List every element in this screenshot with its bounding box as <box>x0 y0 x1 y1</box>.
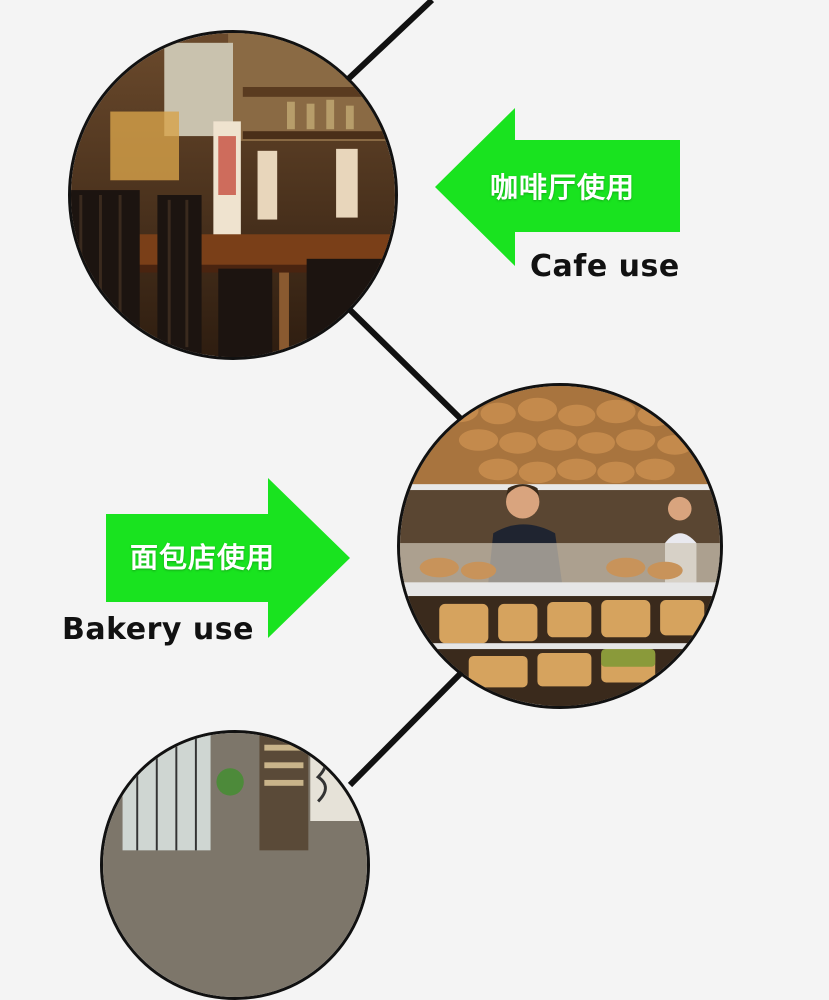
bakery-photo <box>397 383 723 709</box>
bakery-arrow <box>106 478 350 638</box>
cafe-caption: Cafe use <box>530 249 680 284</box>
cafe-photo <box>68 30 398 360</box>
connector-lines <box>342 0 465 788</box>
bakery-caption: Bakery use <box>62 612 254 647</box>
bakery-arrow-label: 面包店使用 <box>130 541 276 574</box>
cafe-arrow <box>435 108 680 266</box>
third-photo <box>100 730 370 1000</box>
cafe-arrow-label: 咖啡厅使用 <box>490 171 636 204</box>
page-canvas: 咖啡厅使用 Cafe use <box>62 0 723 1000</box>
